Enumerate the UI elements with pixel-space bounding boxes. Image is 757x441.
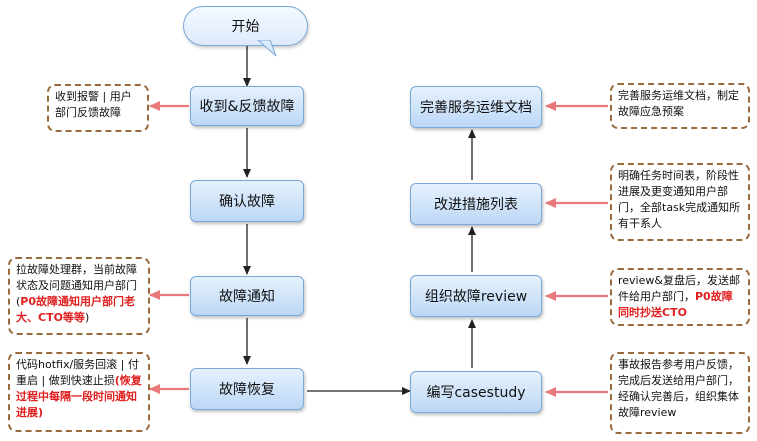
- step-improvement-list: 改进措施列表: [410, 183, 542, 225]
- step-improve-docs-label: 完善服务运维文档: [420, 100, 532, 116]
- start-node: 开始: [183, 6, 308, 46]
- start-bubble-tail: [257, 40, 277, 57]
- step-receive-feedback-label: 收到&反馈故障: [199, 99, 295, 115]
- start-label: 开始: [231, 19, 260, 35]
- note-casestudy-text: 事故报告参考用户反馈，完成后发送给用户部门，经确认完善后，组织集体故障revie…: [618, 358, 739, 419]
- note-docs: 完善服务运维文档，制定故障应急预案: [610, 83, 750, 129]
- note-recover-highlight: (恢复过程中每隔一段时间通知进展): [16, 374, 142, 419]
- step-organize-review: 组织故障review: [410, 275, 542, 317]
- note-receive: 收到报警 | 用户部门反馈故障: [47, 84, 149, 132]
- note-review-highlight: P0故障同时抄送CTO: [618, 290, 733, 319]
- note-receive-text: 收到报警 | 用户部门反馈故障: [55, 90, 132, 119]
- step-fault-recover-label: 故障恢复: [219, 382, 275, 398]
- note-improve-text: 明确任务时间表，阶段性进展及更变通知用户部门，全部task完成通知所有干系人: [618, 169, 741, 230]
- step-write-casestudy-label: 编写casestudy: [426, 385, 526, 401]
- step-improve-docs: 完善服务运维文档: [410, 86, 542, 128]
- note-notify-tail: ): [84, 311, 90, 324]
- note-recover: 代码hotfix/服务回滚 | 付重启 | 做到快速止损(恢复过程中每隔一段时间…: [8, 352, 150, 432]
- step-confirm-fault: 确认故障: [190, 180, 304, 222]
- note-casestudy: 事故报告参考用户反馈，完成后发送给用户部门，经确认完善后，组织集体故障revie…: [610, 352, 750, 434]
- note-review: review&复盘后，发送邮件给用户部门，P0故障同时抄送CTO: [610, 268, 750, 326]
- note-improve: 明确任务时间表，阶段性进展及更变通知用户部门，全部task完成通知所有干系人: [610, 163, 750, 241]
- step-fault-notify-label: 故障通知: [219, 289, 275, 305]
- step-fault-notify: 故障通知: [190, 276, 304, 316]
- note-notify-highlight: P0故障通知用户部门老大、CTO等等: [16, 295, 136, 324]
- note-docs-text: 完善服务运维文档，制定故障应急预案: [618, 89, 739, 118]
- note-review-text: review&复盘后，发送邮件给用户部门，: [618, 274, 740, 303]
- note-notify: 拉故障处理群，当前故障状态及问题通知用户部门(P0故障通知用户部门老大、CTO等…: [8, 257, 150, 335]
- step-organize-review-label: 组织故障review: [424, 289, 528, 305]
- step-confirm-fault-label: 确认故障: [219, 194, 275, 210]
- step-receive-feedback: 收到&反馈故障: [190, 86, 304, 126]
- step-improvement-list-label: 改进措施列表: [434, 197, 518, 213]
- step-write-casestudy: 编写casestudy: [410, 371, 542, 413]
- note-notify-text: 拉故障处理群，当前故障状态及问题通知用户部门(: [16, 263, 137, 308]
- step-fault-recover: 故障恢复: [190, 368, 304, 410]
- note-recover-text: 代码hotfix/服务回滚 | 付重启 | 做到快速止损: [16, 358, 139, 387]
